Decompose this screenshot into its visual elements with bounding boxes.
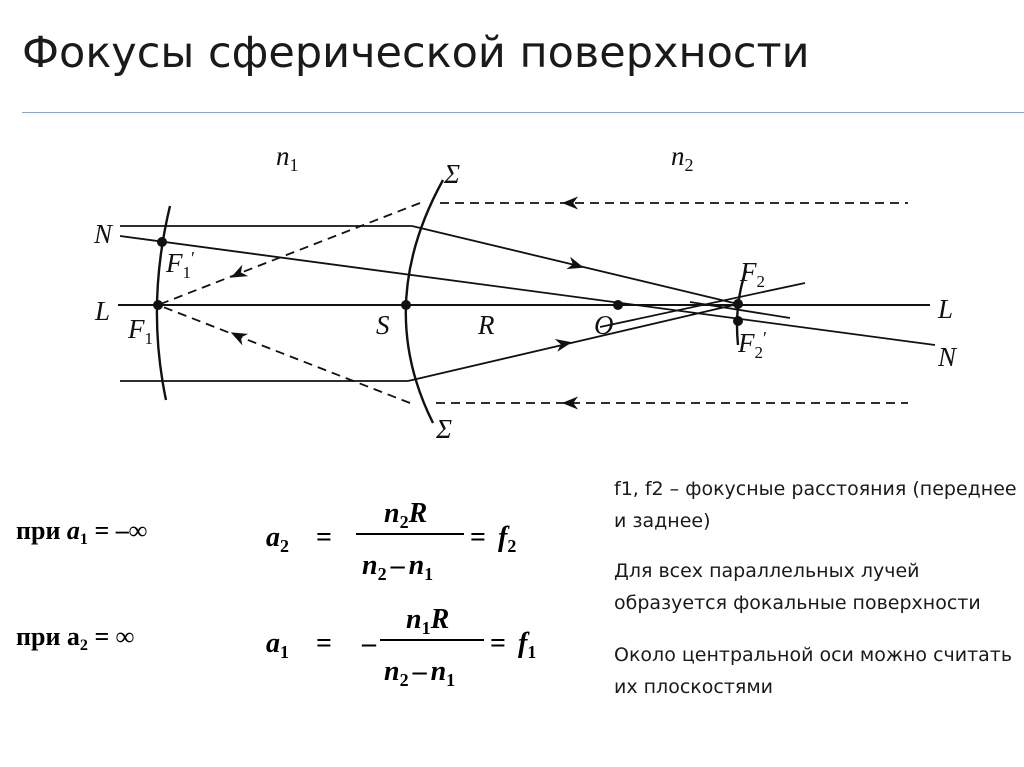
svg-text:n1R: n1R bbox=[406, 604, 449, 638]
svg-text:=: = bbox=[316, 522, 332, 553]
ray-arrows bbox=[554, 256, 584, 352]
svg-text:n2–n1: n2–n1 bbox=[362, 550, 433, 584]
note-focal-planes: Около центральной оси можно считать их п… bbox=[614, 644, 1013, 698]
label-S: S bbox=[376, 310, 390, 340]
label-F1-prime: F1′ bbox=[165, 248, 195, 282]
svg-text:a1: a1 bbox=[266, 628, 289, 662]
svg-text:f1: f1 bbox=[518, 628, 536, 662]
svg-text:n2R: n2R bbox=[384, 498, 427, 532]
label-n2: n2 bbox=[671, 141, 694, 175]
point-F1-prime bbox=[157, 237, 167, 247]
point-O bbox=[613, 300, 623, 310]
label-F2: F2 bbox=[739, 257, 765, 291]
title-divider bbox=[22, 112, 1024, 113]
label-sigma-bottom: Σ bbox=[435, 414, 452, 444]
label-F1: F1 bbox=[127, 314, 153, 348]
refracting-surface-sigma bbox=[404, 179, 445, 424]
point-F2 bbox=[733, 299, 743, 309]
svg-text:=: = bbox=[490, 628, 506, 659]
page-title: Фокусы сферической поверхности bbox=[22, 28, 810, 78]
formula2-equation: a1 = – n1R n2–n1 = f1 bbox=[266, 604, 536, 690]
label-F2-prime: F2′ bbox=[737, 328, 767, 362]
point-F1 bbox=[153, 300, 163, 310]
label-O: O bbox=[594, 310, 614, 340]
point-S bbox=[401, 300, 411, 310]
incident-rays bbox=[119, 225, 936, 382]
label-R: R bbox=[477, 310, 495, 340]
label-n1: n1 bbox=[276, 141, 299, 175]
svg-text:=: = bbox=[470, 522, 486, 553]
note-focal-distances: f1, f2 – фокусные расстояния (переднее и… bbox=[614, 478, 1017, 532]
point-F2-prime bbox=[733, 316, 743, 326]
svg-text:a2: a2 bbox=[266, 522, 289, 556]
formula1-condition: при a1 = –∞ bbox=[16, 516, 148, 548]
label-L-right: L bbox=[937, 294, 953, 324]
note-focal-surfaces: Для всех параллельных лучей образуется ф… bbox=[614, 560, 981, 614]
svg-text:=: = bbox=[316, 628, 332, 659]
formula1-equation: a2 = n2R n2–n1 = f2 bbox=[266, 498, 516, 584]
label-L-left: L bbox=[94, 296, 110, 326]
label-N-right: N bbox=[937, 342, 958, 372]
dashed-rays bbox=[157, 202, 908, 404]
diagram-points bbox=[153, 237, 743, 326]
dashed-ray-arrows bbox=[230, 196, 579, 410]
svg-text:n2–n1: n2–n1 bbox=[384, 656, 455, 690]
notes-panel: f1, f2 – фокусные расстояния (переднее и… bbox=[614, 473, 1024, 723]
label-N-left: N bbox=[93, 219, 114, 249]
svg-text:f2: f2 bbox=[498, 522, 516, 556]
optics-diagram: n1 n2 Σ Σ N N L L F1 F1′ F2 F2′ S R O bbox=[93, 141, 958, 444]
label-sigma-top: Σ bbox=[443, 159, 460, 189]
formula2-condition: при a2 = ∞ bbox=[16, 622, 135, 654]
svg-text:–: – bbox=[361, 628, 377, 659]
